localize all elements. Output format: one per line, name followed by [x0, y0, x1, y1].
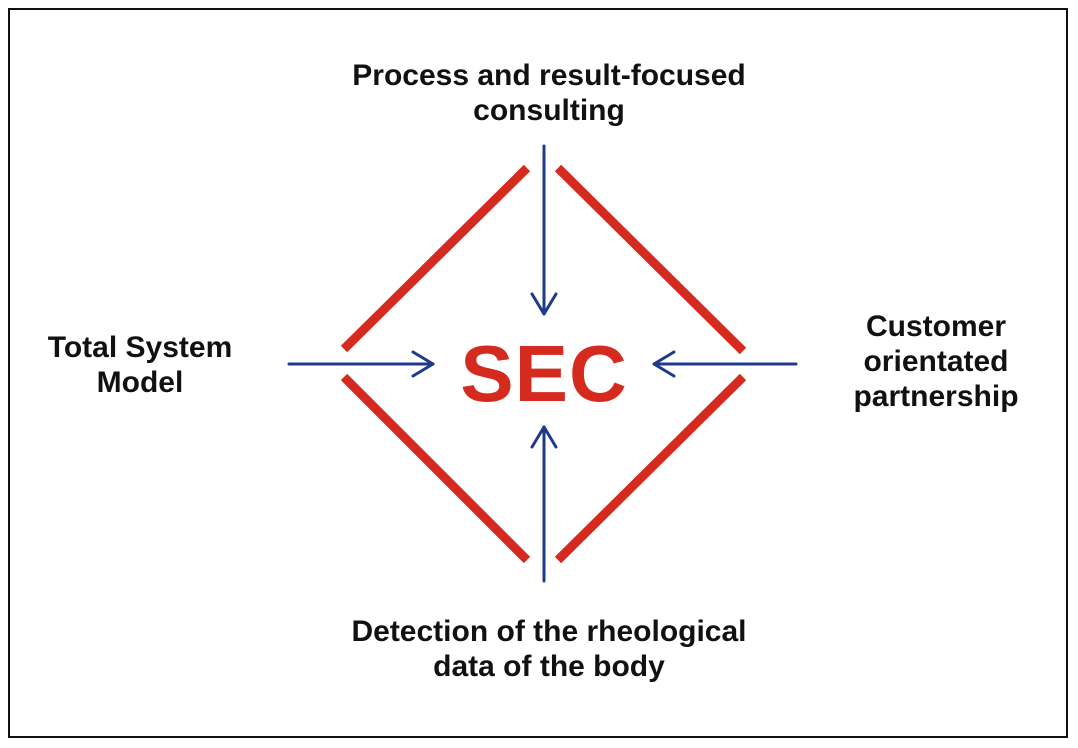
arrows: [287, 144, 798, 583]
node-bottom-line-1: Detection of the rheological: [351, 615, 747, 648]
arrow-from-top: [530, 144, 558, 316]
diagram-frame: [8, 8, 1068, 738]
node-bottom-rheological-detection: Detection of the rheological data of the…: [249, 614, 849, 684]
node-right-line-2: orientated: [863, 345, 1009, 378]
node-top-line-2: consulting: [473, 94, 625, 127]
arrow-head-icon: [411, 350, 435, 378]
arrow-from-right: [652, 350, 798, 378]
node-left-line-1: Total System: [47, 331, 233, 364]
diamond-edge-bottom-left: [340, 373, 531, 564]
diamond-edge-top-right: [554, 164, 747, 355]
diamond-shape: [340, 164, 747, 564]
diamond-edge-bottom-right: [554, 373, 747, 564]
node-top-process-consulting: Process and result-focused consulting: [249, 58, 849, 128]
node-top-line-1: Process and result-focused: [352, 59, 746, 92]
node-left-total-system-model: Total System Model: [20, 330, 260, 400]
node-left-line-2: Model: [96, 366, 184, 399]
node-right-line-1: Customer: [865, 310, 1007, 343]
diamond-edge-top-left: [340, 164, 531, 353]
arrow-head-icon: [530, 292, 558, 316]
node-bottom-line-2: data of the body: [433, 650, 665, 683]
arrow-from-left: [287, 350, 435, 378]
node-right-customer-partnership: Customer orientated partnership: [826, 309, 1046, 414]
arrow-head-icon: [530, 425, 558, 449]
arrow-head-icon: [652, 350, 676, 378]
center-label-sec: SEC: [460, 329, 628, 418]
node-right-line-3: partnership: [853, 380, 1019, 413]
arrow-from-bottom: [530, 425, 558, 583]
